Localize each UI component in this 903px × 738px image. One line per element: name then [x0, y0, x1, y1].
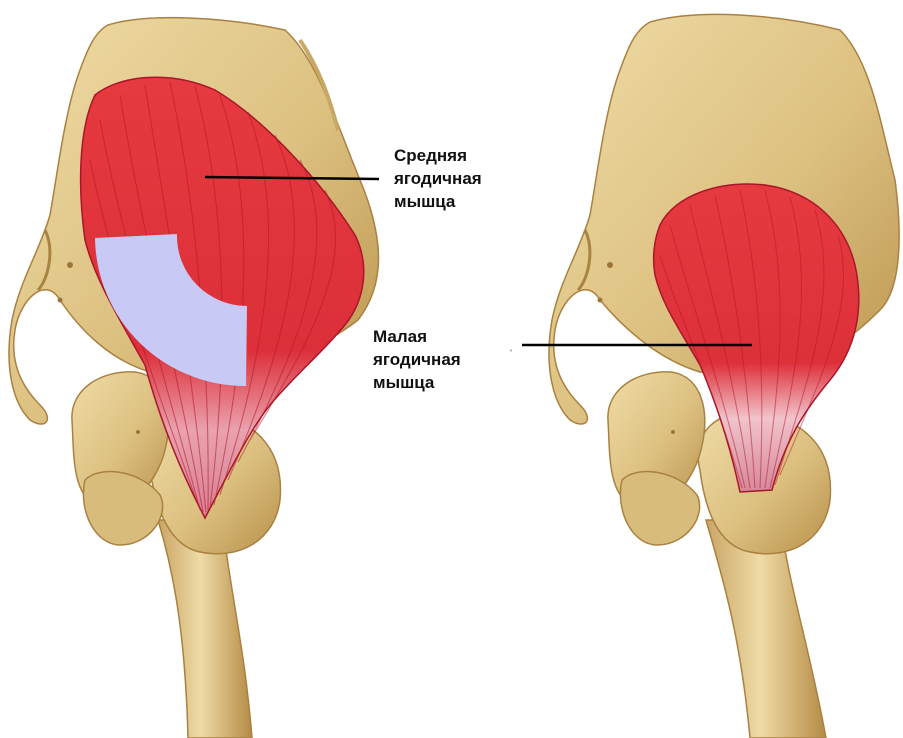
gluteus-medius-label-line3: мышца [394, 190, 482, 213]
gluteus-minimus-label: Малая ягодичная мышца [373, 325, 461, 394]
gluteus-minimus-label-line3: мышца [373, 371, 461, 394]
gluteus-medius-label: Средняя ягодичная мышца [394, 144, 482, 213]
gluteus-minimus-label-line2: ягодичная [373, 348, 461, 371]
gluteus-minimus-label-line1: Малая [373, 325, 461, 348]
gluteus-medius-label-line2: ягодичная [394, 167, 482, 190]
right-hip-figure [549, 14, 899, 738]
leader-line-tick: ˌ [509, 338, 513, 352]
right-ischium [620, 472, 699, 545]
gluteus-medius-label-line1: Средняя [394, 144, 482, 167]
left-hip-figure [9, 18, 378, 738]
